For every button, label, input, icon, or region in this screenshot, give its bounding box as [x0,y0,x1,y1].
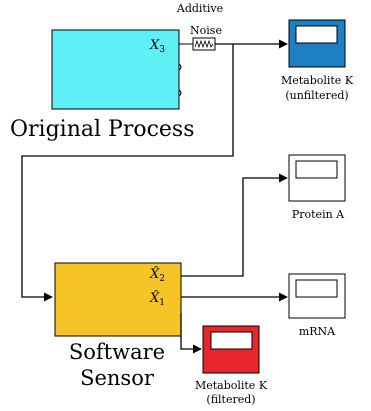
software-sensor-label-2: Sensor [80,366,155,390]
scope-metabolite-unfiltered[interactable] [288,19,346,68]
scope-protein-a[interactable] [288,154,346,202]
scope-screen [210,331,253,350]
noise-label-line2: Noise [190,24,222,37]
scope-filtered-label-2: (filtered) [206,393,255,406]
port-nub [178,63,182,71]
scope-filtered-label-1: Metabolite K [195,379,268,392]
original-process-label: Original Process [10,117,195,142]
signal-line-to-protein-a [181,173,288,277]
signal-line-to-sensor [21,44,234,302]
scope-screen [295,279,338,298]
port-nub [178,89,182,97]
original-process-block[interactable]: X3 [51,29,182,110]
scope-unfiltered-label-2: (unfiltered) [285,89,348,102]
noise-wave-icon [194,39,214,49]
scope-screen [295,25,338,44]
scope-metabolite-filtered[interactable] [202,325,260,374]
noise-label-line1: Additive [176,2,223,15]
noise-block[interactable] [192,37,216,51]
signal-line-to-filtered [180,313,202,354]
port-x3-label: X3 [149,38,165,55]
software-sensor-label-1: Software [69,340,165,364]
port-x1-label: X̂1 [149,290,165,308]
software-sensor-block[interactable]: X̂2 X̂1 [54,262,182,337]
port-x2-label: X̂2 [149,266,165,284]
scope-protein-a-label: Protein A [292,208,345,221]
scope-mrna[interactable] [288,273,346,319]
scope-screen [295,160,338,179]
scope-unfiltered-label-1: Metabolite K [281,74,354,87]
scope-mrna-label: mRNA [299,325,336,338]
